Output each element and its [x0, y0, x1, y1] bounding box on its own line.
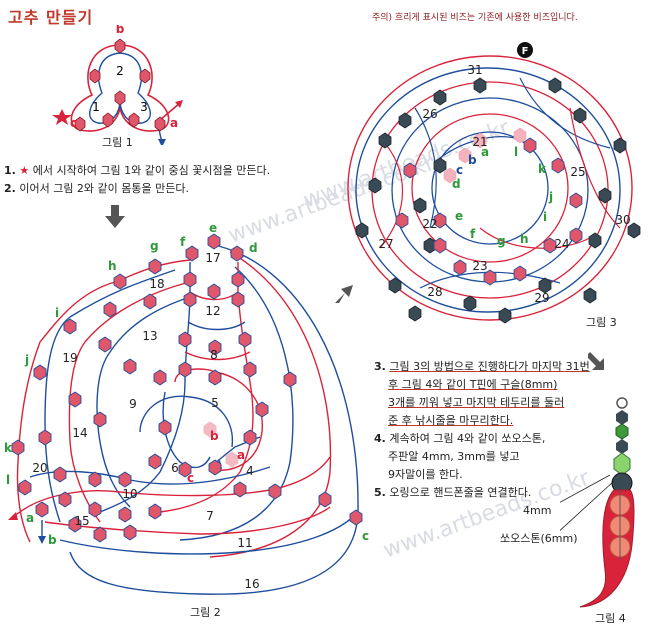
figure-3: F 21 22 23 24 25 26 27 28 29 30 31 a b c…	[347, 42, 641, 324]
fig2-number: 6	[171, 461, 179, 475]
fig2-number: 11	[237, 536, 252, 550]
fig3-letter: h	[520, 232, 529, 246]
fig2-letter: j	[24, 353, 29, 367]
fig2-letter: d	[249, 241, 258, 255]
fig3-number: 27	[378, 237, 393, 251]
steps-right: 3. 그림 3의 방법으로 진행하다가 마지막 31번 후 그림 4와 같이 T…	[374, 358, 590, 502]
fig4-label-4mm: 4mm	[523, 504, 552, 517]
fig3-letter: e	[455, 209, 463, 223]
fig4-label-stone: 쏘오스톤(6mm)	[500, 532, 578, 545]
fig2-number: 15	[74, 514, 89, 528]
fig3-number: 29	[534, 291, 549, 305]
fig2-number: 13	[142, 329, 157, 343]
arrow-down-icon	[588, 352, 604, 370]
fig1-letter: c	[70, 116, 77, 130]
fig2-letter: g	[150, 239, 159, 253]
fig3-caption: 그림 3	[586, 316, 617, 329]
fig3-letter: b	[468, 153, 477, 167]
step-4: 4. 계속하여 그림 4와 같이 쏘오스톤,	[374, 432, 546, 445]
fig2-letter: k	[4, 441, 13, 455]
fig3-letter: k	[538, 162, 547, 176]
fig3-number: 28	[427, 285, 442, 299]
fig3-letter: g	[497, 234, 506, 248]
fig3-number: 24	[554, 237, 569, 251]
fig3-number: 25	[570, 165, 585, 179]
fig2-letter: c	[187, 471, 194, 485]
fig2-number: 17	[205, 251, 220, 265]
fig3-letter: j	[548, 190, 553, 204]
fig1-number: 3	[140, 100, 148, 114]
fig3-letter: d	[452, 177, 461, 191]
fig3-letter: l	[514, 145, 518, 159]
fig3-number: 21	[472, 135, 487, 149]
fig2-number: 9	[129, 397, 137, 411]
fig2-letter: e	[209, 222, 217, 235]
step-4-line: 9자말이를 한다.	[388, 468, 463, 481]
fig3-number: 22	[422, 217, 437, 231]
fig3-letter: a	[481, 145, 489, 159]
figure-4	[560, 397, 635, 608]
figure-1: 2 1 3 b a c	[52, 25, 183, 145]
arrow-right-up-icon	[335, 285, 353, 303]
fig2-letter: h	[108, 259, 117, 273]
fig2-number: 5	[211, 396, 219, 410]
fig1-number: 1	[92, 100, 100, 114]
fig1-letter: b	[116, 25, 125, 36]
fig3-letter: c	[456, 163, 463, 177]
fig3-letter: f	[470, 227, 476, 241]
star-icon: ★	[19, 164, 30, 177]
fig1-number: 2	[116, 64, 124, 78]
fig2-letter: b	[210, 429, 219, 443]
fig2-letter: b	[48, 533, 57, 547]
step-1: 1. ★ 에서 시작하여 그림 1와 같이 중심 꽃시점을 만든다.	[4, 164, 271, 177]
note-text: 주의) 흐리게 표시된 비즈는 기존에 사용한 비즈입니다.	[372, 13, 578, 23]
arrow-down-icon	[105, 205, 125, 228]
fig3-number: 31	[467, 63, 482, 77]
fig2-caption: 그림 2	[190, 606, 221, 619]
fig4-caption: 그림 4	[595, 612, 626, 625]
fig2-number: 19	[62, 351, 77, 365]
fig3-number: 26	[422, 107, 437, 121]
fig2-number: 8	[210, 348, 218, 362]
fig3-number: 23	[472, 259, 487, 273]
fig2-number: 10	[122, 487, 137, 501]
fig2-number: 12	[205, 304, 220, 318]
fig2-letter: f	[180, 235, 186, 249]
fig2-letter: a	[26, 511, 34, 525]
fig2-number: 16	[244, 577, 259, 591]
fig2-number: 14	[72, 426, 87, 440]
fig2-number: 20	[32, 461, 47, 475]
fig2-letter: i	[55, 306, 59, 320]
figure-2: 4 5 6 7 8 9 10 11 12 13 14 15 16 17 18 1…	[4, 222, 369, 595]
step-3: 3. 그림 3의 방법으로 진행하다가 마지막 31번	[374, 360, 590, 373]
step-3-line: 후 그림 4와 같이 T핀에 구슬(8mm)	[388, 378, 558, 391]
fig2-letter: c	[362, 529, 369, 543]
step-5: 5. 오링으로 핸드폰줄을 연결한다.	[374, 486, 532, 499]
fig1-caption: 그림 1	[102, 136, 133, 149]
fig3-number: 30	[615, 213, 630, 227]
page-title: 고추 만들기	[8, 8, 94, 27]
fig1-letter: a	[170, 116, 178, 130]
step-4-line: 주판알 4mm, 3mm를 넣고	[388, 450, 520, 463]
fig3-letter: i	[543, 210, 547, 224]
fig2-number: 18	[149, 277, 164, 291]
fig3-start: F	[522, 46, 529, 57]
step-2: 2. 이어서 그림 2와 같이 몸통을 만든다.	[4, 182, 190, 195]
fig2-number: 7	[206, 509, 214, 523]
fig2-letter: l	[6, 473, 10, 487]
step-3-line: 준 후 낚시줄을 마무리한다.	[388, 414, 514, 427]
step-3-line: 3개를 끼워 넣고 마지막 테두리를 둘러	[388, 396, 565, 409]
fig2-letter: a	[237, 448, 245, 462]
fig2-number: 4	[246, 464, 254, 478]
